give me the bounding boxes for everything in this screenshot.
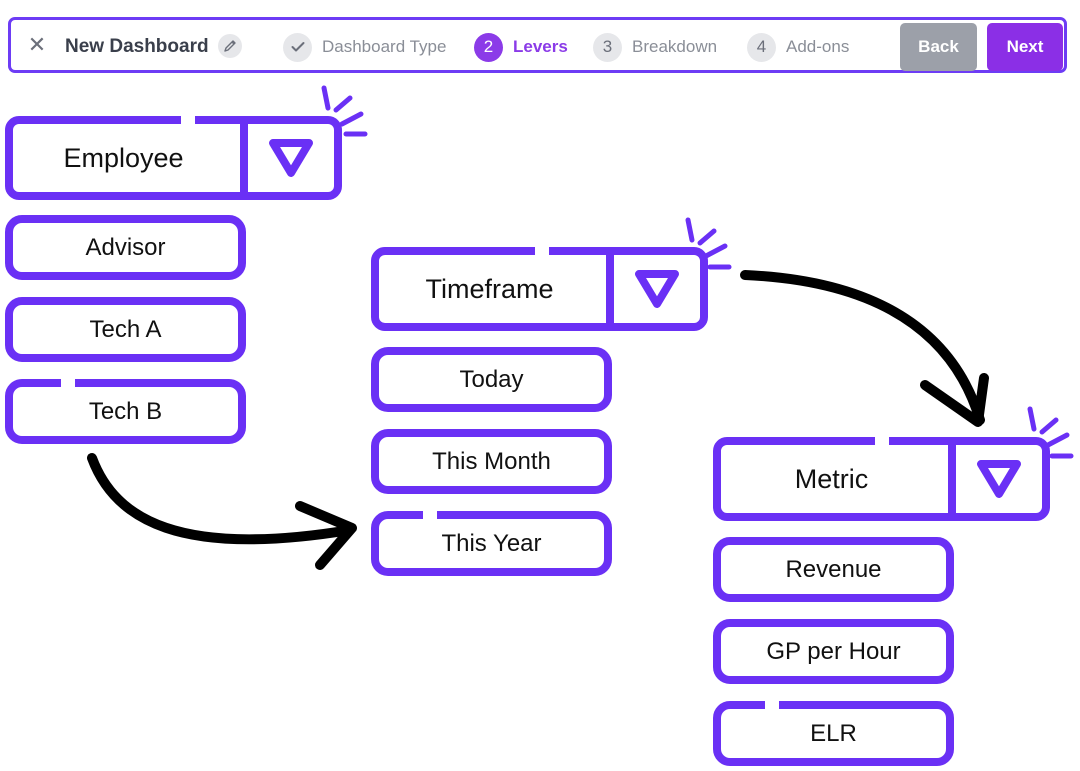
step-levers[interactable]: 2 Levers bbox=[474, 32, 568, 62]
pencil-icon[interactable] bbox=[218, 34, 242, 58]
dashboard-title: New Dashboard bbox=[65, 36, 209, 57]
option-label: This Month bbox=[432, 447, 551, 475]
step-number: 2 bbox=[474, 32, 503, 62]
employee-option-advisor[interactable]: Advisor bbox=[5, 215, 246, 280]
option-label: GP per Hour bbox=[766, 637, 901, 665]
step-add-ons[interactable]: 4 Add-ons bbox=[747, 32, 849, 62]
step-label: Levers bbox=[513, 37, 568, 56]
step-label: Breakdown bbox=[632, 37, 718, 56]
curved-arrow-icon bbox=[740, 270, 989, 427]
option-label: Tech B bbox=[88, 397, 163, 425]
option-label: Advisor bbox=[85, 233, 166, 261]
step-label: Add-ons bbox=[786, 37, 850, 56]
timeframe-option-this-month[interactable]: This Month bbox=[371, 429, 612, 494]
step-number: 3 bbox=[593, 32, 622, 62]
timeframe-option-this-year[interactable]: This Year bbox=[371, 511, 612, 576]
step-dashboard-type[interactable]: Dashboard Type bbox=[283, 32, 446, 62]
metric-dropdown[interactable]: Metric bbox=[713, 437, 1050, 521]
option-label: Today bbox=[459, 365, 524, 393]
curved-arrow-icon bbox=[87, 453, 357, 570]
step-breakdown[interactable]: 3 Breakdown bbox=[593, 32, 717, 62]
employee-dropdown[interactable]: Employee bbox=[5, 116, 342, 200]
check-icon bbox=[283, 32, 312, 62]
option-label: Revenue bbox=[785, 555, 882, 583]
close-icon[interactable]: ✕ bbox=[27, 32, 47, 57]
step-number: 4 bbox=[747, 32, 776, 62]
timeframe-dropdown-label: Timeframe bbox=[425, 273, 554, 304]
metric-option-elr[interactable]: ELR bbox=[713, 701, 954, 766]
back-button[interactable]: Back bbox=[900, 23, 977, 71]
employee-dropdown-label: Employee bbox=[63, 142, 184, 173]
timeframe-dropdown[interactable]: Timeframe bbox=[371, 247, 708, 331]
triangle-down-icon[interactable] bbox=[956, 445, 1042, 513]
option-label: Tech A bbox=[89, 315, 162, 343]
timeframe-option-today[interactable]: Today bbox=[371, 347, 612, 412]
option-label: This Year bbox=[441, 529, 542, 557]
wizard-header: ✕ New Dashboard Dashboard Type 2 Levers … bbox=[8, 17, 1067, 73]
step-label: Dashboard Type bbox=[322, 37, 447, 56]
next-button[interactable]: Next bbox=[987, 23, 1063, 71]
employee-option-tech-a[interactable]: Tech A bbox=[5, 297, 246, 362]
triangle-down-icon[interactable] bbox=[614, 255, 700, 323]
triangle-down-icon[interactable] bbox=[248, 124, 334, 192]
metric-option-revenue[interactable]: Revenue bbox=[713, 537, 954, 602]
metric-dropdown-label: Metric bbox=[794, 463, 869, 494]
metric-option-gp-per-hour[interactable]: GP per Hour bbox=[713, 619, 954, 684]
option-label: ELR bbox=[810, 719, 857, 747]
employee-option-tech-b[interactable]: Tech B bbox=[5, 379, 246, 444]
